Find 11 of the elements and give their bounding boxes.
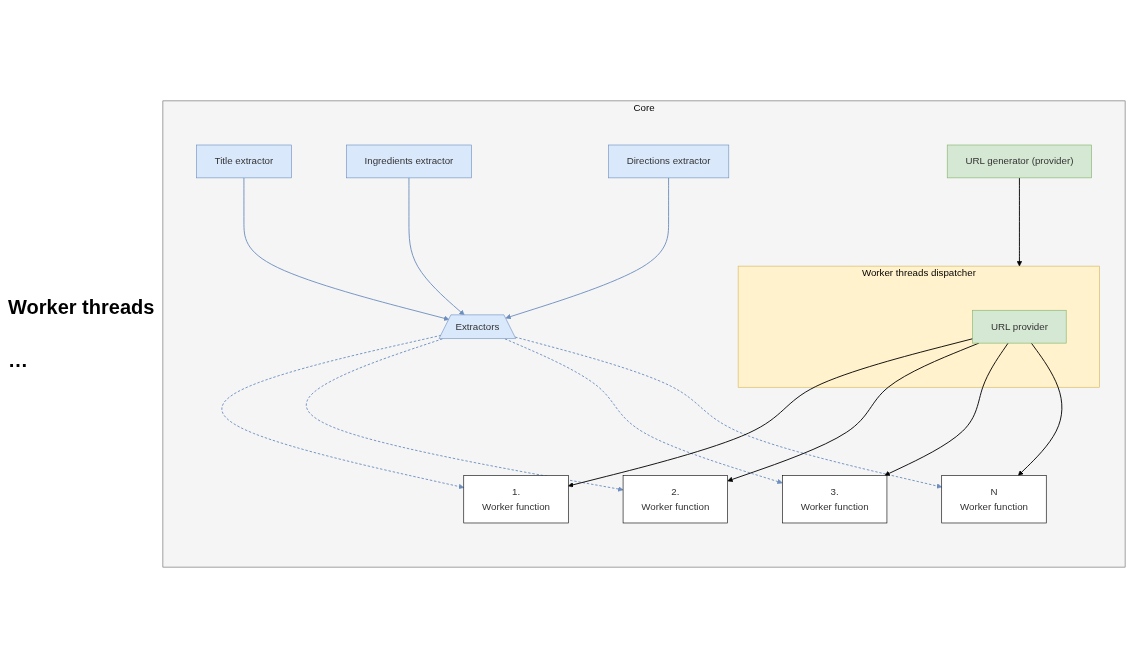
node-box: Title extractor <box>196 144 292 178</box>
node-box: 2. Worker function <box>622 474 728 523</box>
node-box: Directions extractor <box>608 144 730 178</box>
node-box: 1. Worker function <box>463 474 569 523</box>
node-box: URL provider <box>972 309 1067 343</box>
node-box: Ingredients extractor <box>346 144 472 178</box>
side-label: … <box>8 348 29 372</box>
node-box: URL generator (provider) <box>946 144 1092 178</box>
node-box: 3. Worker function <box>782 474 888 523</box>
side-label: Worker threads <box>8 295 156 319</box>
node-box: N Worker function <box>941 474 1047 523</box>
